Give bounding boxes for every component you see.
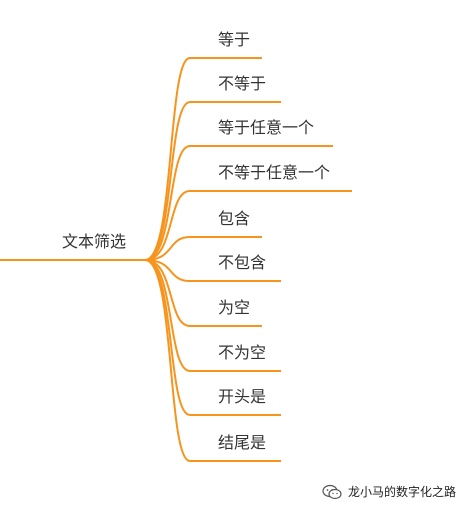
branch-connector-line: [144, 145, 333, 261]
connector-lines: [0, 57, 352, 462]
branch-node-label: 不等于: [218, 74, 267, 93]
branch-connector-line: [144, 101, 281, 261]
branch-connector-line: [144, 259, 281, 416]
branch-node-label: 等于任意一个: [218, 118, 315, 137]
branch-node-label: 开头是: [218, 387, 267, 406]
watermark: 龙小马的数字化之路: [322, 483, 456, 500]
branch-connector-line: [144, 259, 281, 282]
branch-node-label: 不为空: [218, 343, 267, 362]
branch-node-label: 等于: [218, 30, 251, 49]
branch-node-label: 包含: [218, 209, 251, 228]
branch-connector-line: [144, 57, 262, 261]
wechat-icon: [322, 484, 342, 500]
branch-connector-line: [144, 236, 262, 261]
branch-node-label: 不包含: [218, 253, 267, 272]
branch-connector-line: [144, 259, 262, 327]
branch-node-label: 不等于任意一个: [218, 163, 331, 182]
branch-node-label: 为空: [218, 298, 251, 317]
branch-node-label: 结尾是: [218, 433, 267, 452]
branch-connector-line: [144, 259, 281, 462]
branch-connector-line: [144, 190, 352, 261]
watermark-text: 龙小马的数字化之路: [347, 485, 456, 499]
root-node-label: 文本筛选: [62, 232, 127, 251]
